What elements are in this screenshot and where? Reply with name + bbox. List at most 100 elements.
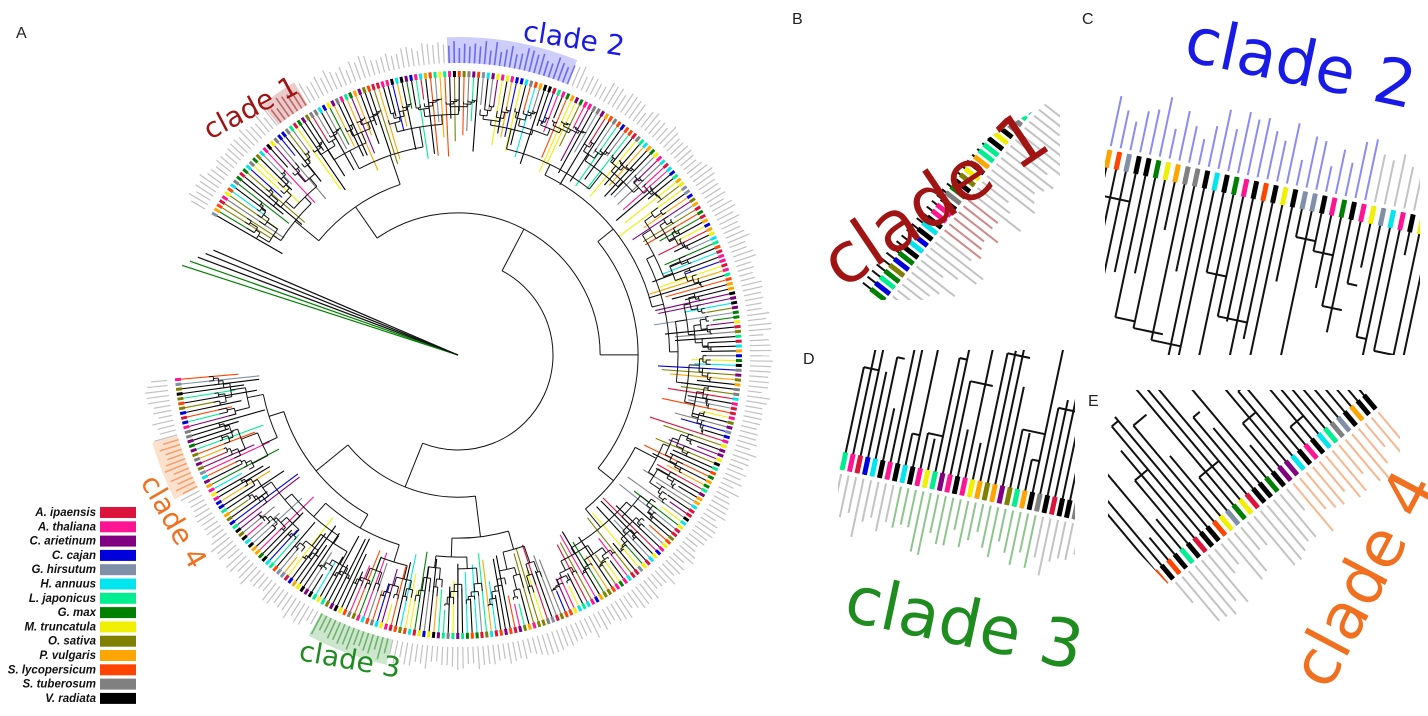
tip-label-text bbox=[159, 443, 181, 452]
internal-spoke bbox=[684, 445, 690, 449]
species-band bbox=[568, 609, 574, 616]
zoom-join bbox=[1264, 331, 1277, 342]
zoom-label bbox=[1074, 526, 1075, 585]
zoom-branch bbox=[908, 350, 948, 485]
tip-branch bbox=[376, 583, 390, 622]
species-band bbox=[573, 96, 580, 104]
species-band bbox=[300, 116, 307, 124]
species-band bbox=[178, 406, 186, 411]
zoom-label bbox=[861, 480, 873, 522]
tip-branch bbox=[559, 104, 581, 147]
zoom-branch bbox=[975, 353, 1009, 499]
zoom-label bbox=[1009, 144, 1048, 176]
internal-spoke bbox=[401, 595, 404, 600]
internal-arc bbox=[325, 502, 400, 546]
species-band bbox=[641, 142, 649, 149]
tip-branch bbox=[429, 78, 439, 156]
internal-spoke bbox=[665, 454, 672, 459]
tip-branch bbox=[196, 424, 264, 450]
internal-spoke bbox=[252, 454, 269, 465]
tip-branch bbox=[584, 129, 622, 180]
outgroup-branch bbox=[182, 264, 459, 356]
internal-spoke bbox=[434, 555, 437, 568]
tree-tips bbox=[174, 70, 743, 640]
species-band bbox=[519, 78, 524, 85]
tip-label-text bbox=[748, 322, 772, 327]
internal-spoke bbox=[601, 561, 603, 564]
species-band bbox=[556, 89, 562, 97]
tip-label-text bbox=[334, 72, 343, 88]
internal-spoke bbox=[243, 465, 248, 468]
internal-spoke bbox=[267, 521, 271, 525]
tip-label-text bbox=[473, 43, 477, 64]
species-band bbox=[311, 593, 318, 601]
internal-spoke bbox=[614, 551, 616, 554]
tip-branch bbox=[243, 506, 275, 533]
internal-spoke bbox=[418, 595, 421, 602]
tip-label-text bbox=[742, 420, 761, 426]
tip-label-text bbox=[399, 48, 405, 69]
zoom-label bbox=[1119, 110, 1130, 149]
tip-branch bbox=[536, 92, 550, 127]
tip-branch bbox=[658, 230, 707, 256]
internal-spoke bbox=[630, 529, 636, 535]
tip-branch bbox=[681, 382, 734, 390]
tip-label-text bbox=[685, 537, 698, 547]
zoom-tip bbox=[936, 472, 946, 492]
tip-label-text bbox=[187, 494, 203, 504]
internal-spoke bbox=[255, 229, 261, 234]
internal-spoke bbox=[292, 515, 301, 525]
species-band bbox=[175, 387, 183, 391]
tip-label-text bbox=[661, 563, 675, 576]
tip-branch bbox=[697, 445, 718, 455]
tip-label-text bbox=[518, 53, 524, 70]
tip-branch bbox=[526, 569, 544, 620]
tip-label-text bbox=[298, 83, 311, 104]
outgroup-branch bbox=[205, 252, 459, 356]
tip-label-text bbox=[666, 138, 680, 152]
zoom-label bbox=[1220, 543, 1240, 565]
internal-spoke bbox=[258, 199, 263, 203]
species-band bbox=[725, 276, 732, 282]
internal-spoke bbox=[256, 203, 260, 207]
internal-spoke bbox=[569, 579, 572, 582]
tip-label-text bbox=[513, 54, 518, 69]
tip-branch bbox=[658, 365, 736, 371]
tip-branch bbox=[667, 494, 690, 510]
zoom-branch bbox=[1113, 156, 1141, 273]
tip-label-text bbox=[426, 43, 430, 65]
tip-label-text bbox=[686, 161, 703, 175]
internal-arc bbox=[506, 148, 590, 190]
species-band bbox=[184, 429, 192, 435]
tip-branch bbox=[661, 506, 682, 522]
tip-label-text bbox=[729, 240, 746, 249]
species-band bbox=[661, 542, 668, 549]
tip-branch bbox=[586, 517, 632, 573]
tip-label-text bbox=[503, 49, 508, 67]
zoom-branch bbox=[1057, 350, 1075, 517]
tip-label-text bbox=[580, 76, 588, 91]
legend-swatch bbox=[100, 607, 136, 619]
zoom-tip bbox=[1303, 443, 1319, 461]
tip-branch bbox=[622, 170, 668, 211]
panel-d-clade3-zoom bbox=[838, 350, 1075, 585]
species-band bbox=[232, 179, 240, 186]
species-band bbox=[247, 541, 255, 549]
internal-spoke bbox=[307, 158, 311, 164]
tip-label-text bbox=[210, 168, 225, 181]
zoom-tip bbox=[884, 461, 894, 481]
internal-spoke bbox=[359, 577, 362, 581]
zoom-tip bbox=[902, 244, 920, 260]
zoom-branch bbox=[1177, 172, 1219, 355]
zoom-tip bbox=[1277, 464, 1293, 482]
internal-spoke bbox=[402, 110, 405, 117]
species-band bbox=[691, 201, 699, 208]
internal-spoke bbox=[684, 269, 691, 273]
zoom-label bbox=[915, 265, 956, 298]
species-band bbox=[394, 77, 399, 85]
species-band bbox=[622, 577, 629, 585]
internal-spoke bbox=[625, 544, 628, 547]
internal-spoke bbox=[354, 578, 358, 584]
internal-spoke bbox=[597, 467, 614, 482]
internal-spoke bbox=[666, 221, 672, 226]
